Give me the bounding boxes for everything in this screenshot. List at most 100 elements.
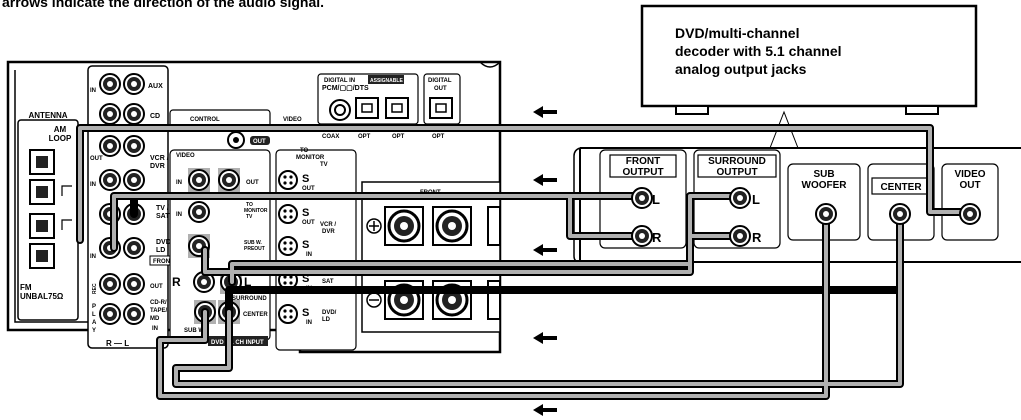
in-label-dvd: IN bbox=[90, 254, 96, 260]
surround-label: SURROUND bbox=[232, 296, 267, 302]
fm-label: FM bbox=[20, 283, 32, 292]
video-out-jack[interactable] bbox=[959, 203, 981, 225]
rec-label: REC bbox=[92, 283, 98, 294]
play-l: L bbox=[92, 312, 96, 318]
s-vcr-label-2: DVR bbox=[322, 229, 335, 235]
tv-sat-label-2: SAT bbox=[156, 213, 170, 220]
to-monitor-label-2: MONITOR bbox=[244, 208, 268, 214]
s-label-3: S bbox=[302, 239, 309, 251]
digital-out-label: DIGITAL bbox=[428, 78, 452, 84]
tv-sat-label: TV / bbox=[156, 205, 169, 212]
pcm-label: PCM/▢▢/DTS bbox=[322, 85, 369, 92]
front-output-label-2: OUTPUT bbox=[622, 167, 663, 178]
opt-label-2: OPT bbox=[392, 134, 405, 140]
video-label: VIDEO bbox=[176, 153, 195, 159]
audio-inputs: AUX IN CD OUT VCR / DVR IN TV / SAT DVD/… bbox=[87, 65, 185, 349]
fm-unbal-label: UNBAL75Ω bbox=[20, 292, 64, 301]
play-a: A bbox=[92, 320, 97, 326]
control-label: CONTROL bbox=[190, 117, 220, 123]
play-p: P bbox=[92, 304, 96, 310]
vcr-label: VCR / bbox=[150, 155, 169, 162]
r-label-pre: R bbox=[172, 275, 181, 289]
surround-r-label: R bbox=[752, 230, 762, 245]
s-label-1: S bbox=[302, 173, 309, 185]
speaker-terminals: FRONT bbox=[361, 181, 501, 333]
surround-output-label: SURROUND bbox=[708, 156, 766, 167]
cdr-label-3: MD bbox=[150, 316, 160, 322]
to-monitor-label-3: TV bbox=[246, 214, 253, 220]
front-r-jack[interactable] bbox=[631, 225, 653, 247]
video-label-top: VIDEO bbox=[283, 117, 302, 123]
out-label-vcr: OUT bbox=[90, 156, 103, 162]
cables bbox=[76, 124, 972, 400]
arrow-3 bbox=[533, 244, 557, 256]
surround-l-label: L bbox=[752, 192, 760, 207]
decoder-label-2: decoder with 5.1 channel bbox=[675, 43, 842, 59]
sub-woofer-label-2: WOOFER bbox=[802, 180, 848, 191]
antenna-terminal-1[interactable] bbox=[29, 149, 55, 175]
front-l-jack[interactable] bbox=[631, 187, 653, 209]
antenna-section: ANTENNA AM LOOP FM UNBAL75Ω bbox=[17, 111, 79, 321]
subwoofer-jack[interactable] bbox=[815, 203, 837, 225]
digital-in-label: DIGITAL IN bbox=[324, 78, 355, 84]
control-out-label: OUT bbox=[253, 139, 266, 145]
video-in-label: IN bbox=[176, 180, 182, 186]
arrow-1 bbox=[533, 106, 557, 118]
center-label-rx: CENTER bbox=[243, 312, 268, 318]
s-in-label-5: IN bbox=[306, 320, 312, 326]
surround-l-jack[interactable] bbox=[729, 187, 751, 209]
center-jack[interactable] bbox=[889, 203, 911, 225]
decoder-label-1: DVD/multi-channel bbox=[675, 25, 799, 41]
s-label-2: S bbox=[302, 207, 309, 219]
to-monitor-s: TO bbox=[300, 148, 309, 154]
am-loop-label-2: LOOP bbox=[49, 134, 72, 143]
surround-output-label-2: OUTPUT bbox=[716, 167, 757, 178]
play-y: Y bbox=[92, 328, 96, 334]
sub-woofer-label: SUB bbox=[813, 169, 834, 180]
vcr-label-2: DVR bbox=[150, 163, 165, 170]
video-out-label: OUT bbox=[246, 180, 259, 186]
opt-label-3: OPT bbox=[432, 134, 445, 140]
antenna-terminal-3[interactable] bbox=[29, 213, 55, 239]
out-label-tape: OUT bbox=[150, 284, 163, 290]
front-tag: FRONT bbox=[153, 259, 174, 265]
dvd-51-label: DVD 5.1 CH INPUT bbox=[211, 340, 264, 346]
center-label: CENTER bbox=[880, 182, 922, 193]
s-in-label-3: IN bbox=[306, 252, 312, 258]
l-label-pre: L bbox=[244, 275, 251, 289]
arrow-4 bbox=[533, 332, 557, 344]
cdr-label-2: TAPE/ bbox=[150, 308, 168, 314]
digital-out-label-2: OUT bbox=[434, 86, 447, 92]
s-tv-sat-2: SAT bbox=[322, 279, 334, 285]
r-l-label: R — L bbox=[106, 339, 129, 348]
s-out-label-2: OUT bbox=[302, 220, 315, 226]
decoder-unit: DVD/multi-channel decoder with 5.1 chann… bbox=[573, 4, 1021, 263]
s-label-5: S bbox=[302, 307, 309, 319]
sub-w-label: SUB W. bbox=[184, 328, 206, 334]
in-label-aux: IN bbox=[90, 88, 96, 94]
coax-label: COAX bbox=[322, 134, 339, 140]
video-in-tv: IN bbox=[176, 212, 182, 218]
to-monitor-s-2: MONITOR bbox=[296, 155, 325, 161]
video-out-label-decoder: VIDEO bbox=[954, 169, 985, 180]
assignable-label: ASSIGNABLE bbox=[370, 78, 403, 84]
sub-w-preout: SUB W. bbox=[244, 240, 262, 246]
s-dvd-label: DVD/ bbox=[322, 310, 337, 316]
dvd-ld-label: DVD/ bbox=[156, 239, 173, 246]
s-label-4: S bbox=[302, 273, 309, 285]
surround-r-jack[interactable] bbox=[729, 225, 751, 247]
am-loop-label: AM bbox=[54, 125, 67, 134]
aux-label: AUX bbox=[148, 83, 163, 90]
dvd-ld-label-2: LD bbox=[156, 247, 165, 254]
in-label-tape: IN bbox=[152, 326, 158, 332]
front-output-label: FRONT bbox=[626, 156, 660, 167]
sub-w-preout-2: PREOUT bbox=[244, 246, 265, 252]
antenna-terminal-2[interactable] bbox=[29, 179, 55, 205]
video-out-label-decoder-2: OUT bbox=[959, 180, 980, 191]
antenna-terminal-4[interactable] bbox=[29, 243, 55, 269]
arrow-2 bbox=[533, 174, 557, 186]
arrow-5 bbox=[533, 404, 557, 416]
front-r-label: R bbox=[652, 230, 662, 245]
s-vcr-label: VCR / bbox=[320, 222, 336, 228]
